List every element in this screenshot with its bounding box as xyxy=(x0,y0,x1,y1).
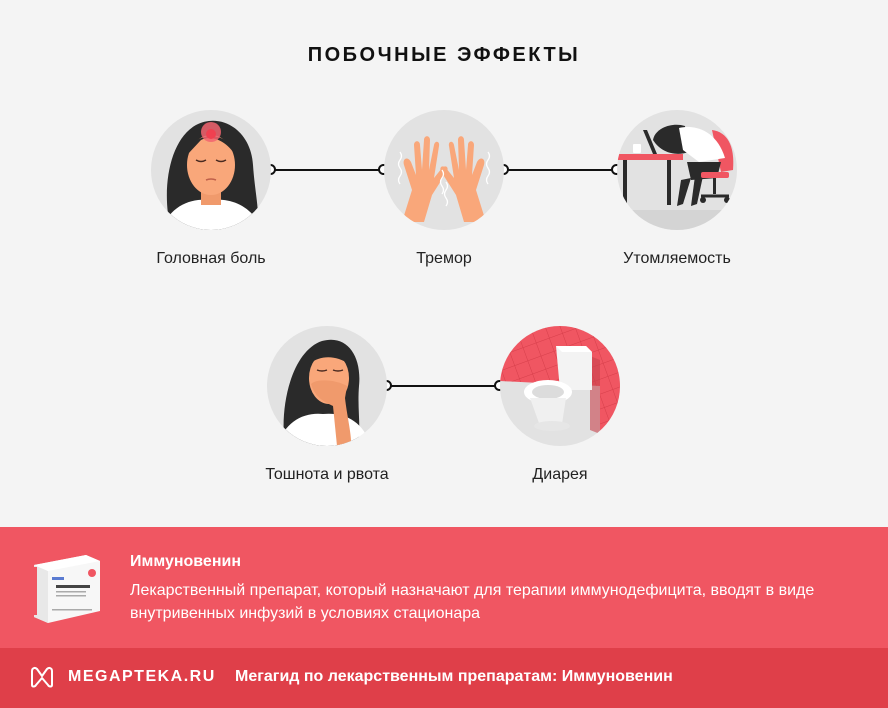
toilet-icon xyxy=(500,326,620,446)
effect-label-tremor: Тремор xyxy=(416,250,472,267)
drug-info-panel: Иммуновенин Лекарственный препарат, кото… xyxy=(0,527,888,648)
nausea-woman-icon xyxy=(277,339,371,446)
tremor-illustration xyxy=(384,110,504,230)
fatigue-illustration xyxy=(617,110,737,230)
effect-label-headache: Головная боль xyxy=(156,250,266,267)
effect-label-nausea: Тошнота и рвота xyxy=(265,466,389,483)
nausea-illustration xyxy=(267,326,387,446)
headache-woman-icon xyxy=(161,120,263,230)
drug-description: Лекарственный препарат, который назначаю… xyxy=(130,582,815,622)
trembling-hands-icon xyxy=(397,136,491,222)
medicine-box-icon xyxy=(28,547,102,627)
footer-bar: MEGAPTEKA.RU Мегагид по лекарственным пр… xyxy=(0,648,888,708)
brand-link[interactable]: MEGAPTEKA.RU xyxy=(68,668,216,685)
connector-line xyxy=(271,169,384,171)
effect-label-fatigue: Утомляемость xyxy=(623,250,731,267)
effect-label-diarrhea: Диарея xyxy=(532,466,588,483)
tired-at-desk-icon xyxy=(617,124,737,230)
footer-caption: Мегагид по лекарственным препаратам: Имм… xyxy=(235,668,673,685)
page-title: ПОБОЧНЫЕ ЭФФЕКТЫ xyxy=(307,44,581,66)
connector-line xyxy=(387,385,500,387)
headache-illustration xyxy=(151,110,271,230)
connector-line xyxy=(504,169,617,171)
diarrhea-illustration xyxy=(500,326,620,446)
megapteka-logo-icon[interactable] xyxy=(29,666,55,688)
drug-name: Иммуновенин xyxy=(130,553,241,570)
